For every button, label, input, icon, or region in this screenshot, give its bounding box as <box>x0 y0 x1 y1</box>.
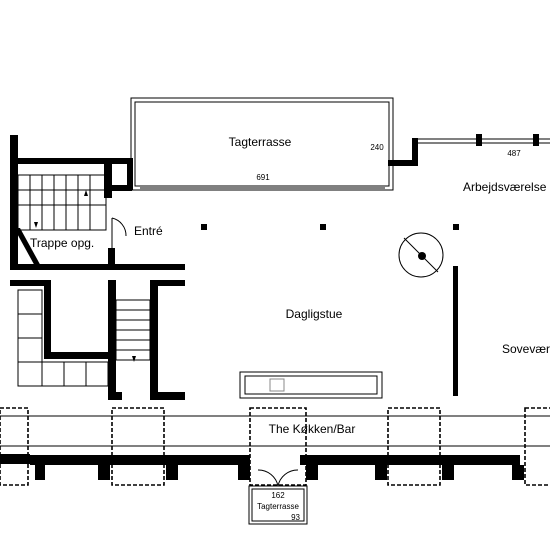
exterior-walls <box>10 135 459 400</box>
label-arbejdsvaerelse: Arbejdsværelse <box>463 180 547 194</box>
label-sovevaerelse: Soveværelse <box>502 342 550 356</box>
label-tagterrasse-bottom: Tagterrasse <box>257 502 299 511</box>
kitchen-counter <box>239 371 383 399</box>
roof-terrace-bottom <box>248 469 308 525</box>
left-grid <box>17 289 109 387</box>
roof-terrace-top <box>130 97 394 191</box>
dim-terrace-width: 691 <box>256 173 270 182</box>
dim-terrace-depth: 240 <box>370 143 384 152</box>
label-dagligstue: Dagligstue <box>286 307 343 321</box>
entry-door <box>111 217 127 250</box>
label-kokken: The Køkken/Bar <box>269 422 356 436</box>
dim-bottom-terrace-width: 162 <box>271 491 285 500</box>
stair-upper <box>17 174 107 231</box>
dim-bottom-terrace-depth: 93 <box>291 513 300 522</box>
label-trappe: Trappe opg. <box>30 236 94 250</box>
label-entre: Entré <box>134 224 163 238</box>
fireplace <box>398 232 444 278</box>
dim-work-width: 487 <box>507 149 521 158</box>
window-wall-bottom <box>0 407 550 486</box>
label-tagterrasse-top: Tagterrasse <box>229 135 292 149</box>
stair-lower <box>115 299 151 362</box>
window-wall-right <box>418 134 550 146</box>
